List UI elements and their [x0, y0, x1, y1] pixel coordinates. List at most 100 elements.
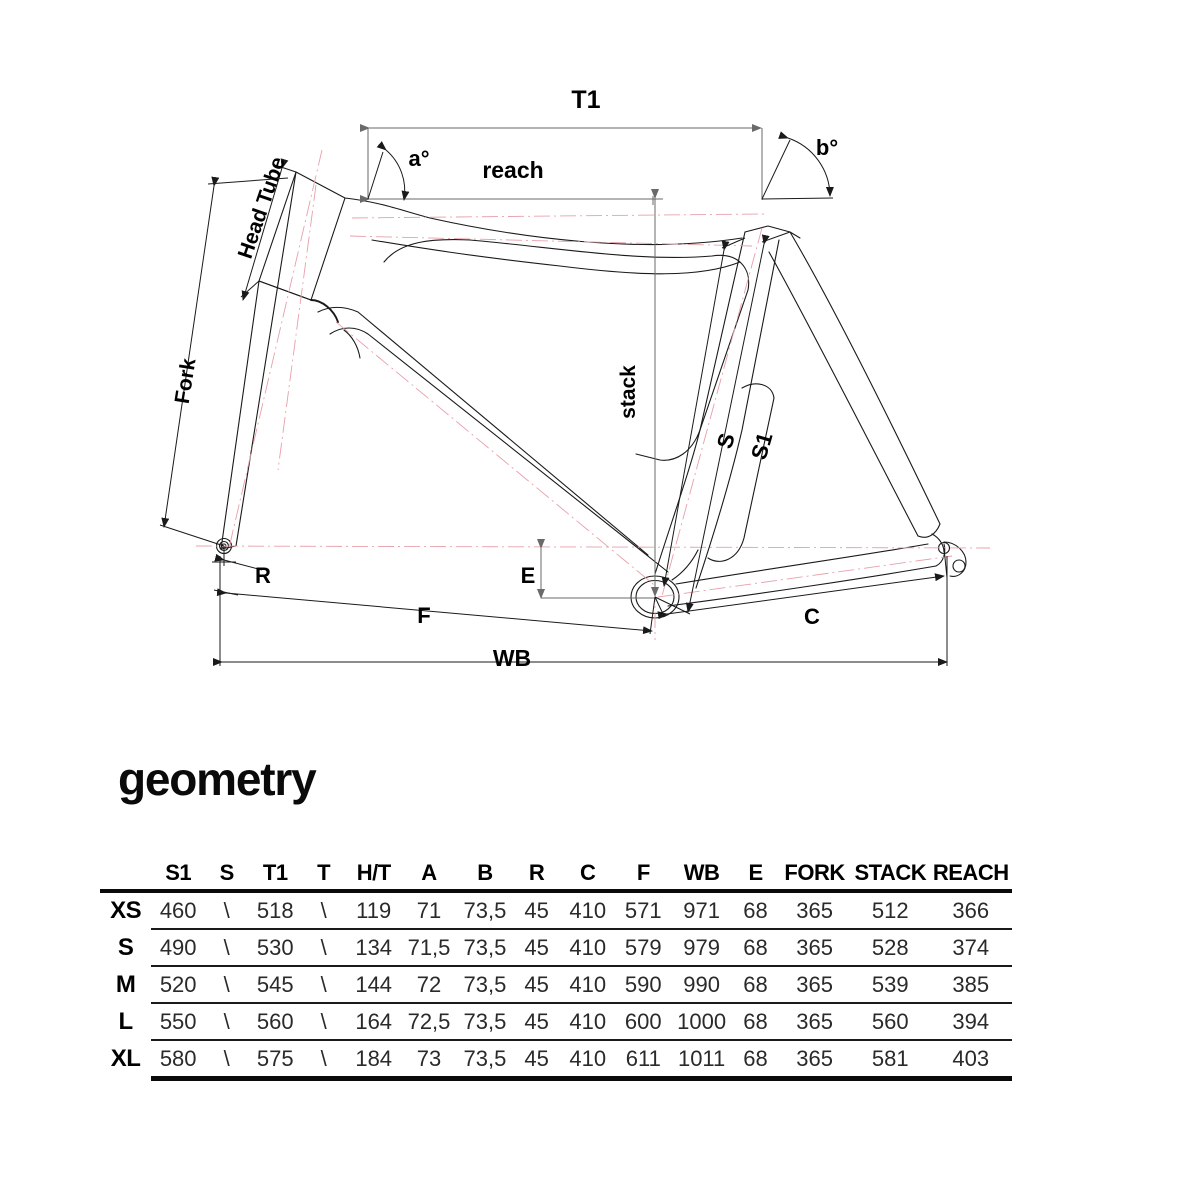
cell-f: 590 — [616, 965, 671, 1003]
c-ext-left — [654, 596, 665, 617]
cell-reach: 403 — [929, 1039, 1012, 1081]
table-header-reach: REACH — [932, 860, 1009, 885]
table-header-c: C — [580, 860, 596, 885]
cell-s1: 550 — [151, 1002, 206, 1040]
seat-stay-rear-bridge — [917, 523, 941, 538]
cell-fork: 365 — [778, 928, 852, 966]
angle-a-arc — [376, 141, 410, 201]
label-f: F — [417, 603, 430, 628]
c-dimension-line — [657, 573, 945, 620]
cell-r: 45 — [514, 965, 560, 1003]
cell-stack: 560 — [851, 1002, 930, 1040]
cell-wb: 1011 — [670, 1039, 733, 1081]
cell-a: 72 — [402, 965, 456, 1003]
cell-s1: 490 — [151, 928, 206, 966]
label-c: C — [804, 604, 820, 629]
table-row: S 490 \ 530 \ 134 71,5 73,5 45 410 579 9… — [100, 928, 1012, 966]
label-s: S — [712, 430, 740, 451]
cell-s1: 580 — [151, 1039, 206, 1081]
frame-geometry-diagram: T1 reach a° b° Head Tube Fork stack S S1… — [159, 86, 991, 671]
label-wb: WB — [493, 645, 531, 671]
cell-b: 73,5 — [455, 1039, 515, 1081]
cell-stack: 528 — [851, 928, 930, 966]
s-dimension-line — [661, 240, 730, 587]
centerlines-group — [195, 149, 991, 640]
angle-b-leg-right — [761, 197, 834, 200]
chain-stay-upper-edge — [675, 543, 929, 585]
label-reach: reach — [482, 157, 543, 183]
cell-fork: 365 — [778, 965, 852, 1003]
table-header-fork: FORK — [784, 860, 845, 885]
cell-f: 571 — [616, 889, 671, 929]
cell-t1: 575 — [248, 1039, 303, 1081]
row-size-label: L — [118, 1007, 134, 1035]
cell-reach: 385 — [929, 965, 1012, 1003]
cell-t1: 545 — [248, 965, 303, 1003]
seat-mast-top — [744, 225, 801, 239]
table-header-row: S1 S T1 T H/T A B R C F WB E FORK STACK … — [100, 852, 1012, 891]
cell-s: \ — [205, 1039, 249, 1081]
upper-top-tube-centerline — [349, 235, 753, 247]
fork-steerer-centerline — [228, 149, 323, 549]
chain-stay-lower-edge — [667, 565, 937, 607]
fork-ext-top — [207, 177, 289, 185]
head-tube-ext-bottom — [240, 280, 260, 298]
cell-t: \ — [302, 928, 346, 966]
cell-e: 68 — [732, 965, 779, 1003]
f-dimension-line — [216, 588, 653, 635]
down-tube-head-fillet — [310, 299, 339, 323]
geometry-table: S1 S T1 T H/T A B R C F WB E FORK STACK … — [100, 852, 1012, 1081]
seat-tube-bb-fillet — [671, 549, 699, 581]
cell-ht: 144 — [345, 965, 403, 1003]
frame-geometry-svg: T1 reach a° b° Head Tube Fork stack S S1… — [159, 86, 991, 671]
cell-t1: 530 — [248, 928, 303, 966]
cell-fork: 365 — [778, 889, 852, 929]
dimension-labels-group: T1 reach a° b° Head Tube Fork stack S S1… — [171, 86, 838, 671]
geometry-table-container: S1 S T1 T H/T A B R C F WB E FORK STACK … — [100, 852, 1020, 1081]
label-s1: S1 — [746, 430, 777, 463]
cell-r: 45 — [514, 1002, 560, 1040]
cell-s: \ — [205, 965, 249, 1003]
angle-a-leg — [367, 151, 384, 200]
frame-outline-group — [215, 171, 967, 619]
cell-t: \ — [302, 1039, 346, 1081]
cell-fork: 365 — [778, 1002, 852, 1040]
cell-reach: 366 — [929, 889, 1012, 929]
row-size-label: XL — [110, 1045, 141, 1073]
label-r: R — [255, 563, 271, 588]
cell-c: 410 — [559, 928, 617, 966]
dimension-lines-black-group — [159, 131, 948, 666]
fork-ext-bottom — [159, 524, 225, 547]
table-header-t: T — [317, 860, 331, 885]
table-header-f: F — [636, 860, 650, 885]
table-header-e: E — [748, 860, 763, 885]
table-row: XS 460 \ 518 \ 119 71 73,5 45 410 571 97… — [100, 889, 1012, 929]
fork-dimension-line — [161, 176, 220, 528]
geometry-table-body: XS 460 \ 518 \ 119 71 73,5 45 410 571 97… — [100, 889, 1012, 1081]
label-angle-a: a° — [408, 146, 429, 171]
label-t1: T1 — [571, 86, 600, 114]
geometry-table-head: S1 S T1 T H/T A B R C F WB E FORK STACK … — [100, 852, 1012, 891]
cell-ht: 184 — [345, 1039, 403, 1081]
table-header-size — [100, 852, 151, 891]
rear-dropout-hanger — [952, 559, 966, 573]
chain-stay-rear-join — [935, 543, 946, 567]
row-size-label: M — [115, 970, 136, 998]
table-row: XL 580 \ 575 \ 184 73 73,5 45 410 611 10… — [100, 1039, 1012, 1081]
cell-stack: 512 — [851, 889, 930, 929]
cell-wb: 979 — [670, 928, 733, 966]
seat-tube-rear-edge — [695, 239, 780, 589]
table-header-a: A — [421, 860, 437, 885]
table-header-s: S — [219, 860, 235, 885]
table-header-stack: STACK — [854, 860, 927, 885]
cell-fork: 365 — [778, 1039, 852, 1081]
table-header-ht: H/T — [356, 860, 391, 885]
cell-wb: 971 — [670, 889, 733, 929]
cell-b: 73,5 — [455, 928, 515, 966]
cell-stack: 539 — [851, 965, 930, 1003]
cell-t1: 518 — [248, 889, 303, 929]
cell-t1: 560 — [248, 1002, 303, 1040]
cell-a: 71,5 — [402, 928, 456, 966]
table-row: L 550 \ 560 \ 164 72,5 73,5 45 410 600 1… — [100, 1002, 1012, 1040]
